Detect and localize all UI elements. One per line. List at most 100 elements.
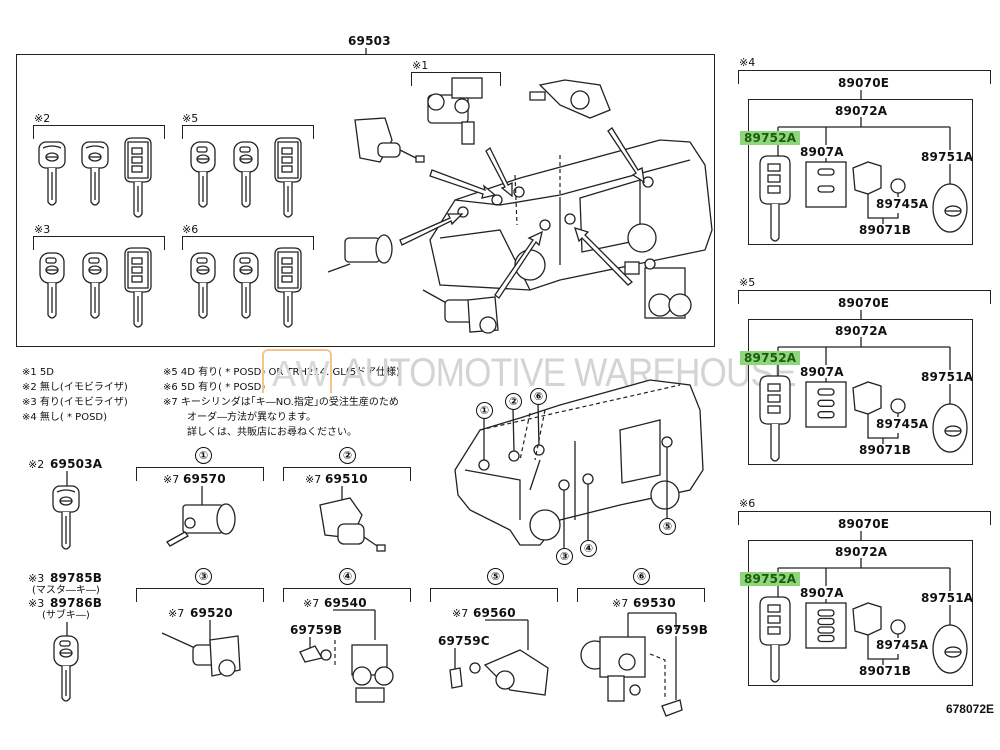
cylinder-group-mark: ※1 <box>412 59 429 72</box>
bracket <box>430 588 558 602</box>
bracket <box>136 467 264 481</box>
kit-part-transmitter[interactable]: 89071B <box>859 443 912 457</box>
note-line: ※1 5D <box>22 367 54 378</box>
position-part-number[interactable]: 69520 <box>190 606 233 620</box>
kit-highlighted-part[interactable]: 89752A <box>740 131 801 145</box>
note-line: ※6 5D 有り( * POSD) <box>163 382 266 393</box>
kit-assembly-number[interactable]: 89070E <box>838 76 890 90</box>
bracket <box>33 236 165 250</box>
kit-part-battery[interactable]: 89745A <box>876 417 929 431</box>
cylinder-69520 <box>161 632 241 677</box>
kit-part-cover[interactable]: 89751A <box>921 591 974 605</box>
cylinder-part <box>427 77 483 145</box>
button-pad-key <box>817 168 835 176</box>
cylinder-part <box>529 79 611 119</box>
bracket <box>182 236 314 250</box>
key-set-mark: ※6 <box>182 223 199 236</box>
loose-key-part-number[interactable]: 69503A <box>50 457 103 471</box>
cylinder-69570 <box>166 503 236 547</box>
loose-key-mark: ※3 <box>28 572 45 585</box>
kit-assembly-number[interactable]: 89070E <box>838 296 890 310</box>
battery-cell <box>890 178 906 194</box>
button-pad-key <box>817 411 835 419</box>
cylinder-part <box>624 258 692 319</box>
button-pad-key <box>817 399 835 407</box>
kit-subassembly-number[interactable]: 89072A <box>835 545 888 559</box>
subpart-number[interactable]: 69759B <box>290 623 343 637</box>
remote-key-button <box>767 163 781 172</box>
remote-key-button <box>767 394 781 403</box>
position-index: ⑥ <box>633 568 650 585</box>
remote-key-button <box>767 626 781 635</box>
illustration-code: 678072E <box>945 702 994 716</box>
kit-part-button-pad[interactable]: 8907A <box>800 365 844 379</box>
position-part-number[interactable]: 69560 <box>473 606 516 620</box>
position-part-number[interactable]: 69510 <box>325 472 368 486</box>
kit-part-battery[interactable]: 89745A <box>876 197 929 211</box>
kit-subassembly-number[interactable]: 89072A <box>835 324 888 338</box>
remote-key-button <box>767 383 781 392</box>
remote-key-button <box>767 185 781 194</box>
kit-frame <box>748 540 973 686</box>
position-part-number[interactable]: 69540 <box>324 596 367 610</box>
kit-highlighted-part[interactable]: 89752A <box>740 351 801 365</box>
main-assembly-part-number[interactable]: 69503 <box>348 34 391 48</box>
loose-key-part-number[interactable]: 89786B <box>50 596 103 610</box>
van-callout-6[interactable]: ⑥ <box>530 388 547 405</box>
leader-line <box>867 192 899 219</box>
button-pad-key <box>817 185 835 193</box>
loose-key-description: (マスタ―キ―) <box>32 585 100 596</box>
van-callout-5[interactable]: ⑤ <box>659 518 676 535</box>
subpart-number[interactable]: 69759B <box>656 623 709 637</box>
position-mark: ※7 <box>612 597 629 610</box>
position-mark: ※7 <box>168 607 185 620</box>
kit-part-button-pad[interactable]: 8907A <box>800 145 844 159</box>
kit-part-cover[interactable]: 89751A <box>921 370 974 384</box>
key-blade <box>770 645 780 683</box>
kit-subassembly-number[interactable]: 89072A <box>835 104 888 118</box>
key-cover <box>932 624 968 674</box>
kit-part-cover[interactable]: 89751A <box>921 150 974 164</box>
cylinder-part <box>354 117 425 163</box>
button-pad-key <box>817 388 835 396</box>
bracket <box>136 588 264 602</box>
van-callout-4[interactable]: ④ <box>580 540 597 557</box>
loose-key-mark: ※3 <box>28 597 45 610</box>
position-index: ③ <box>195 568 212 585</box>
van-callout-2[interactable]: ② <box>505 393 522 410</box>
battery-cell <box>890 619 906 635</box>
leader-line <box>867 412 899 439</box>
cylinder-69560 <box>449 649 549 696</box>
kit-part-transmitter[interactable]: 89071B <box>859 223 912 237</box>
remote-key-button <box>767 174 781 183</box>
remote-key-button <box>767 615 781 624</box>
button-pad-frame <box>805 161 847 208</box>
kit-part-button-pad[interactable]: 8907A <box>800 586 844 600</box>
position-mark: ※7 <box>303 597 320 610</box>
kit-assembly-number[interactable]: 89070E <box>838 517 890 531</box>
kit-part-transmitter[interactable]: 89071B <box>859 664 912 678</box>
loose-key-part-number[interactable]: 89785B <box>50 571 103 585</box>
position-part-number[interactable]: 69530 <box>633 596 676 610</box>
key-set-mark: ※3 <box>34 223 51 236</box>
kit-highlighted-part[interactable]: 89752A <box>740 572 801 586</box>
van-callout-3[interactable]: ③ <box>556 548 573 565</box>
cylinder-69540 <box>299 640 394 703</box>
battery-cell <box>890 398 906 414</box>
button-pad-frame <box>805 602 847 649</box>
bracket <box>182 125 314 139</box>
position-index: ① <box>195 447 212 464</box>
bracket <box>411 72 501 86</box>
subpart-number[interactable]: 69759C <box>438 634 490 648</box>
kit-part-battery[interactable]: 89745A <box>876 638 929 652</box>
bracket <box>577 588 705 602</box>
note-line: ※3 有り(イモビライザ) <box>22 397 128 408</box>
transmitter-module <box>852 602 882 636</box>
kit-mark: ※6 <box>739 497 756 510</box>
van-callout-1[interactable]: ① <box>476 402 493 419</box>
position-part-number[interactable]: 69570 <box>183 472 226 486</box>
cylinder-part <box>327 234 393 273</box>
